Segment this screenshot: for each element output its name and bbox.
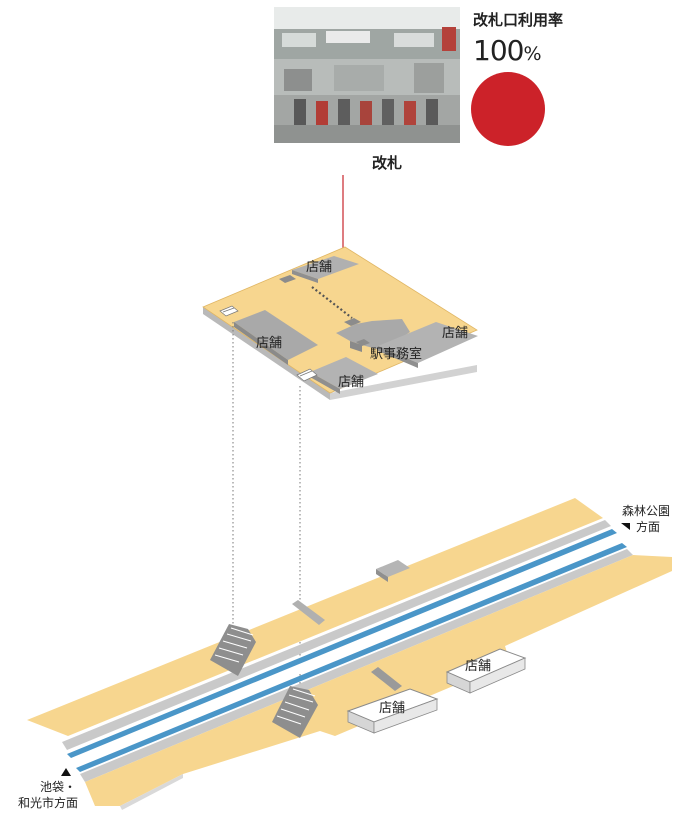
gate-usage-unit: % bbox=[523, 43, 541, 65]
gate-usage-value: 100% bbox=[473, 34, 542, 67]
platform-floor bbox=[27, 498, 672, 810]
gate-usage-indicator bbox=[471, 72, 545, 146]
concourse-store-left bbox=[234, 310, 318, 360]
concourse-store-label-bottom: 店舗 bbox=[338, 375, 365, 390]
concourse-floor bbox=[202, 246, 478, 400]
ticket-gate-photo bbox=[274, 7, 460, 143]
track-2 bbox=[76, 543, 627, 772]
platform-stair-right bbox=[272, 686, 318, 738]
track-1 bbox=[67, 529, 617, 758]
east-direction-arrow bbox=[621, 523, 630, 530]
direction-west-line1: 池袋・ bbox=[40, 780, 77, 794]
gate-usage-number: 100 bbox=[473, 34, 524, 67]
direction-east-line1: 森林公園 bbox=[622, 504, 671, 518]
station-office-label: 駅事務室 bbox=[370, 347, 423, 362]
direction-west-line2: 和光市方面 bbox=[18, 796, 79, 810]
concourse-store-bottom bbox=[310, 357, 378, 389]
gate-label: 改札 bbox=[372, 154, 403, 172]
concourse-store-label-right: 店舗 bbox=[442, 326, 469, 341]
concourse-store-label-left: 店舗 bbox=[256, 336, 283, 351]
platform-store-center bbox=[346, 688, 439, 734]
west-direction-arrow bbox=[61, 768, 71, 776]
platform-store-label-right: 店舗 bbox=[465, 659, 492, 674]
concourse-store-label-top: 店舗 bbox=[306, 260, 333, 275]
direction-east-line2: 方面 bbox=[636, 520, 661, 534]
platform-store-right bbox=[445, 648, 527, 694]
concourse-store-top bbox=[292, 256, 359, 279]
concourse-stair-left bbox=[219, 305, 239, 317]
platform-store-label-center: 店舗 bbox=[379, 701, 406, 716]
concourse-stair-right bbox=[296, 368, 318, 382]
platform-stair-left bbox=[210, 624, 256, 676]
gate-usage-title: 改札口利用率 bbox=[473, 11, 564, 29]
ticket-gate-line bbox=[311, 286, 353, 319]
concourse-store-right bbox=[378, 322, 478, 363]
